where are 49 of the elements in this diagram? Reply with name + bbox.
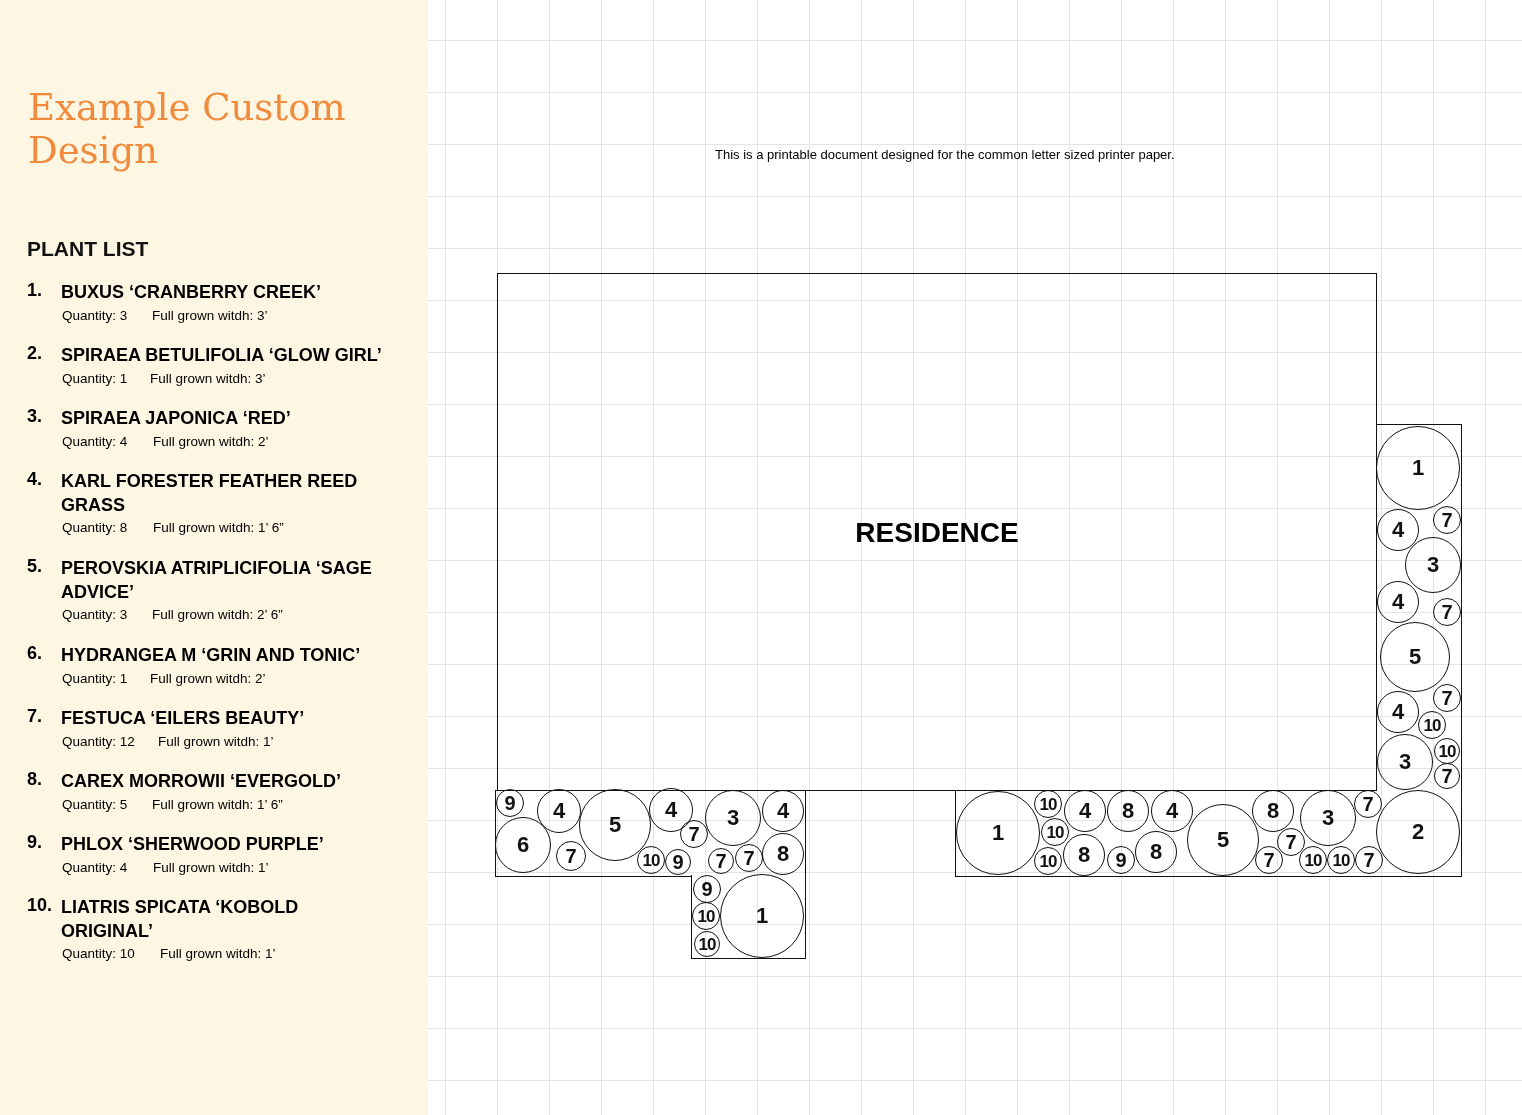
quantity-text: Quantity: 3 <box>62 607 128 622</box>
plant-name: CAREX MORROWII ‘EVERGOLD’ <box>61 770 342 793</box>
quantity-text: Quantity: 1 <box>62 371 128 386</box>
quantity-text: Quantity: 4 <box>62 860 128 875</box>
width-text: Full grown witdh: 1’ <box>160 946 276 961</box>
quantity-text: Quantity: 4 <box>62 434 128 449</box>
width-text: Full grown witdh: 1’ 6” <box>152 797 283 812</box>
list-number: 3. <box>27 406 42 427</box>
width-text: Full grown witdh: 2’ 6” <box>152 607 283 622</box>
width-text: Full grown witdh: 2’ <box>153 434 269 449</box>
note-text: This is a printable document designed for the common letter sized printer paper. <box>715 147 1175 162</box>
plant-name: FESTUCA ‘EILERS BEAUTY’ <box>61 707 306 730</box>
width-text: Full grown witdh: 1’ <box>153 860 269 875</box>
list-number: 5. <box>27 556 42 577</box>
list-number: 1. <box>27 280 42 301</box>
section-heading: PLANT LIST <box>27 237 149 261</box>
quantity-text: Quantity: 1 <box>62 671 128 686</box>
list-number: 10. <box>27 895 53 916</box>
planting-bed <box>955 790 1462 877</box>
plant-name: KARL FORESTER FEATHER REED GRASS <box>61 470 359 517</box>
plant-name: BUXUS ‘CRANBERRY CREEK’ <box>61 281 323 304</box>
plant-name: LIATRIS SPICATA ‘KOBOLD ORIGINAL’ <box>61 896 300 943</box>
list-number: 9. <box>27 832 42 853</box>
quantity-text: Quantity: 5 <box>62 797 128 812</box>
list-number: 7. <box>27 706 42 727</box>
quantity-text: Quantity: 10 <box>62 946 135 961</box>
width-text: Full grown witdh: 1’ <box>158 734 274 749</box>
plant-name: HYDRANGEA M ‘GRIN AND TONIC’ <box>61 644 362 667</box>
plant-name: SPIRAEA BETULIFOLIA ‘GLOW GIRL’ <box>61 344 383 367</box>
building-label: RESIDENCE <box>854 517 1020 549</box>
list-number: 4. <box>27 469 42 490</box>
plant-name: PHLOX ‘SHERWOOD PURPLE’ <box>61 833 325 856</box>
planting-bed <box>691 875 806 959</box>
quantity-text: Quantity: 3 <box>62 308 128 323</box>
width-text: Full grown witdh: 1’ 6” <box>153 520 284 535</box>
width-text: Full grown witdh: 2’ <box>150 671 266 686</box>
width-text: Full grown witdh: 3’ <box>150 371 266 386</box>
page-title: Example Custom Design <box>28 86 347 172</box>
quantity-text: Quantity: 12 <box>62 734 135 749</box>
quantity-text: Quantity: 8 <box>62 520 128 535</box>
planting-bed <box>1377 424 1462 791</box>
plant-name: SPIRAEA JAPONICA ‘RED’ <box>61 407 292 430</box>
list-number: 8. <box>27 769 42 790</box>
list-number: 2. <box>27 343 42 364</box>
house-outline <box>497 273 1377 791</box>
width-text: Full grown witdh: 3’ <box>152 308 268 323</box>
list-number: 6. <box>27 643 42 664</box>
plant-name: PEROVSKIA ATRIPLICIFOLIA ‘SAGE ADVICE’ <box>61 557 373 604</box>
planting-bed <box>495 790 806 876</box>
